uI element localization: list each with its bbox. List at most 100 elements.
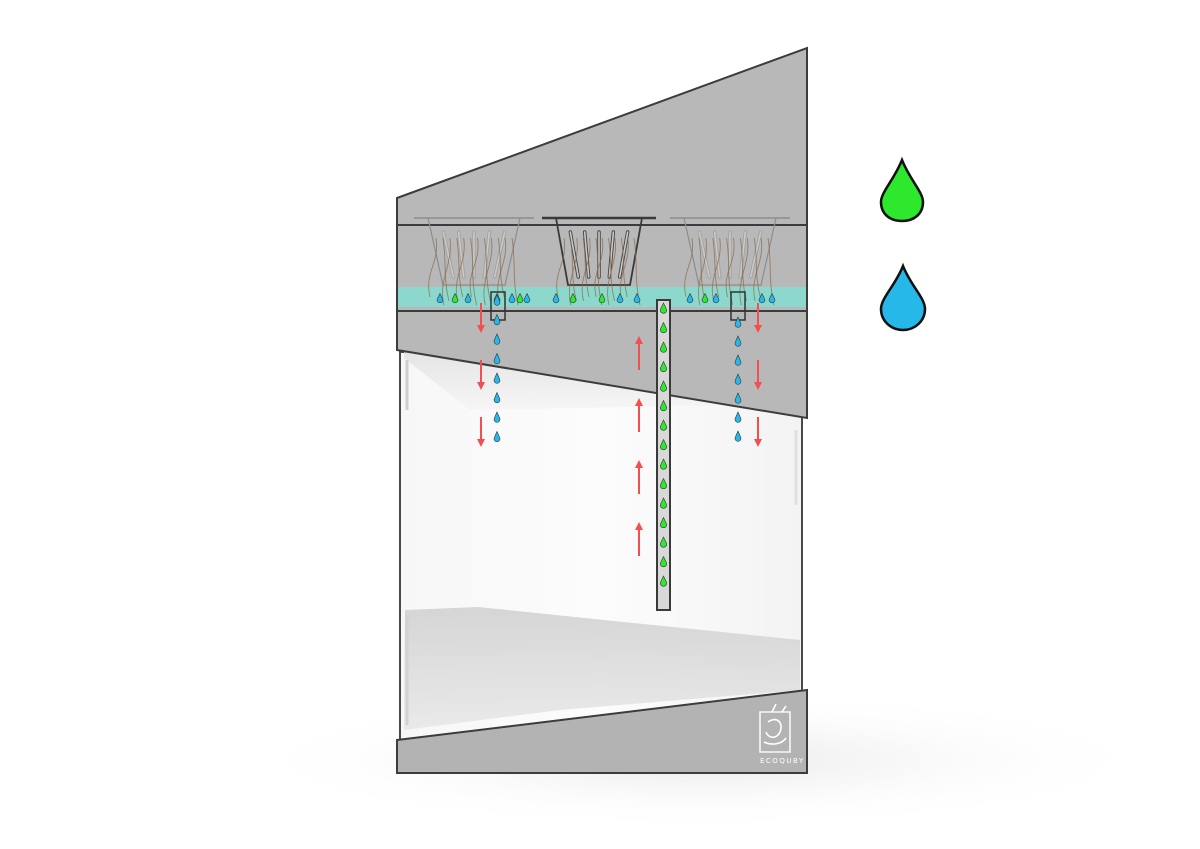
water-drop (436, 292, 444, 304)
planter-3 (670, 217, 790, 306)
root-strand (594, 237, 604, 298)
root-strand (469, 237, 479, 298)
water-drop (493, 372, 501, 384)
water-drop-icon (879, 262, 927, 332)
water-drop (633, 292, 641, 304)
root-strand (620, 237, 628, 298)
nutrient-drop (659, 516, 668, 529)
nutrient-drop (659, 497, 668, 509)
flow-layer (436, 292, 776, 587)
root-strand (455, 237, 465, 302)
root-strand (456, 237, 464, 298)
root-strand (581, 237, 591, 302)
root-strand (582, 237, 590, 298)
nutrient-drop (659, 555, 668, 568)
nutrient-drop (659, 302, 668, 314)
logo-icon (759, 703, 791, 753)
brand-logo: ECOQUBY (759, 703, 805, 765)
root-strand (739, 237, 749, 306)
root-strand (428, 237, 438, 298)
root-strand (511, 237, 519, 306)
root-strand (442, 237, 451, 306)
water-drop (493, 313, 501, 326)
root-strand (483, 237, 493, 306)
water-drop (734, 430, 742, 442)
root-strand (698, 237, 707, 306)
root-strand (497, 237, 507, 302)
net-pot-slat-inner (442, 231, 455, 278)
water-drop (493, 411, 501, 423)
planter-1 (414, 217, 534, 306)
nutrient-drop (659, 360, 668, 373)
root-strand (556, 237, 566, 298)
tank-inner-floor (404, 607, 800, 730)
water-drop (464, 292, 472, 304)
water-drop (616, 292, 624, 304)
water-drop (508, 292, 516, 304)
root-strand (725, 237, 735, 298)
pump-tube (656, 299, 671, 611)
nutrient-drop (659, 458, 668, 470)
nutrient-drop (659, 438, 668, 451)
planter-2 (542, 216, 656, 306)
nutrient-drop (598, 292, 606, 304)
water-drop (734, 335, 742, 347)
root-strand (712, 237, 720, 298)
brand-text: ECOQUBY (760, 757, 805, 765)
nutrient-drop (516, 292, 524, 304)
root-strand (753, 237, 761, 298)
nutrient-drop (701, 292, 709, 304)
net-pot-slat-inner (713, 231, 721, 278)
water-drop (758, 292, 766, 304)
net-pot-slat-inner (583, 231, 590, 278)
root-strand (607, 237, 617, 306)
water-drop (493, 391, 501, 404)
legend (879, 156, 927, 332)
root-strand (698, 237, 706, 302)
nutrient-drop (659, 321, 668, 334)
net-pot-slat-inner (608, 231, 615, 278)
water-drop (734, 354, 742, 366)
planters (414, 216, 790, 306)
net-pot-slat-inner (569, 231, 580, 278)
net-pot-slat-inner (483, 231, 491, 278)
water-drop (493, 333, 501, 345)
water-drop (734, 373, 742, 385)
water-drop (493, 352, 501, 365)
net-pot-slat-inner (457, 231, 465, 278)
nutrient-drop (659, 341, 668, 353)
root-strand (608, 237, 615, 302)
nutrient-drop (659, 380, 668, 392)
root-strand (442, 237, 450, 302)
water-drop (734, 392, 742, 404)
water-drop (523, 292, 531, 304)
net-pot-slat-inner (618, 231, 629, 278)
net-pot-slat-inner (698, 231, 711, 278)
net-pot-slat-inner (739, 231, 747, 278)
root-strand (711, 237, 721, 302)
water-drop (493, 430, 501, 443)
water-drop (734, 316, 742, 328)
nutrient-drop-icon (879, 156, 925, 223)
root-strand (569, 237, 578, 306)
nutrient-drop (659, 399, 668, 412)
planter-base (396, 688, 808, 774)
root-strand (483, 237, 491, 302)
nutrient-drop (659, 536, 668, 548)
water-drop (712, 292, 720, 304)
nutrient-drop (659, 575, 668, 587)
water-drop (686, 292, 694, 304)
root-strand (684, 237, 694, 298)
water-drop (552, 292, 560, 304)
nutrient-drop (659, 477, 668, 490)
water-drop (734, 411, 742, 423)
root-strand (753, 237, 763, 302)
root-strand (569, 237, 577, 302)
nutrient-drop (569, 292, 577, 304)
water-drop (493, 294, 501, 306)
nutrient-drop (451, 292, 459, 304)
water-drop (768, 292, 776, 304)
root-strand (497, 237, 505, 298)
nutrient-drop (659, 419, 668, 431)
